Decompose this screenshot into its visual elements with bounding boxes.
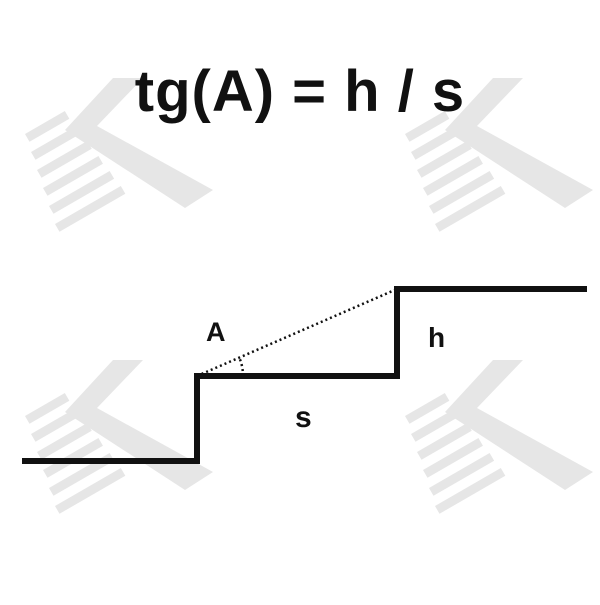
formula-title: tg(A) = h / s xyxy=(134,59,466,124)
height-label: h xyxy=(428,322,445,353)
angle-label: A xyxy=(206,317,226,347)
angle-arc xyxy=(237,356,245,377)
slope-dotted-line xyxy=(196,287,398,378)
watermark-logo-bottom-left xyxy=(25,360,213,514)
run-label: s xyxy=(295,401,312,434)
stair-profile-line xyxy=(22,286,587,464)
watermark-logo-bottom-right xyxy=(405,360,593,514)
